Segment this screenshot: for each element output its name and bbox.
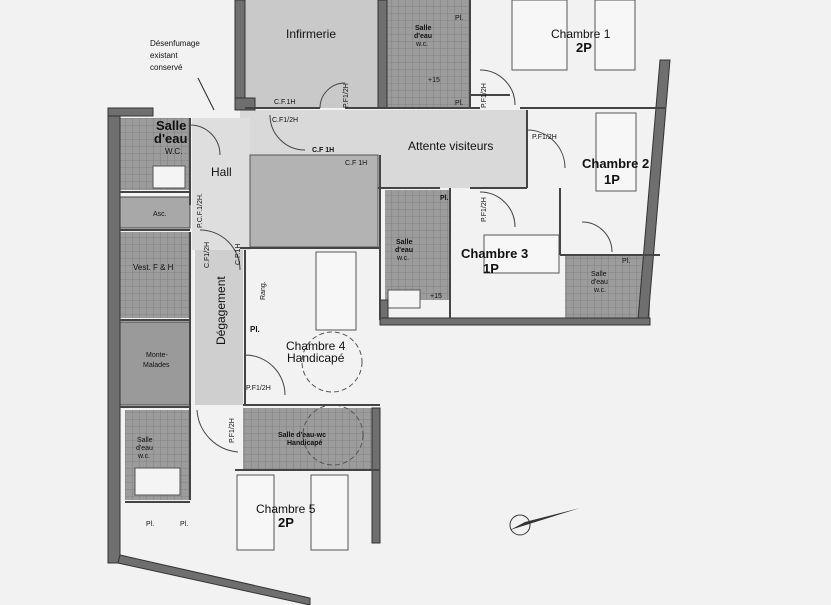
placard-right: Pl. [622,258,630,265]
note-line-3: conservé [150,63,183,72]
room-salle-eau-top-2: d'eau [414,33,432,40]
room-chambre-3: Chambre 3 [461,246,528,261]
note-line-2: existant [150,51,178,60]
stairs [249,154,379,248]
hall-floor [192,118,250,250]
room-salle-eau-left-2: d'eau [136,445,153,452]
room-chambre-3-type: 1P [483,261,499,276]
room-vestiaire: Vest. F & H [133,263,174,272]
furniture-beds [236,0,637,551]
room-chambre-5-type: 2P [278,515,294,530]
room-salle-eau-top: Salle [415,25,431,32]
smoke-vent-note: Désenfumage existant conservé [150,39,215,111]
placard-top-1: Pl. [455,15,463,22]
note-line-1: Désenfumage [150,39,200,48]
door-label-pf12h-ch3: P.F1/2H [481,197,488,222]
room-chambre-4: Chambre 4 [286,339,346,353]
room-monte-malades: Monte- [146,352,168,359]
room-salle-eau-right-2: d'eau [591,279,608,286]
room-salle-eau-hall: Salle [156,118,186,133]
room-salle-eau-hall-2: d'eau [154,131,187,146]
door-label-cf12h: C.F1/2H [272,117,298,124]
room-rangement: Rang. [260,281,267,300]
door-label-cf1h-stairs: C.F 1H [312,147,334,154]
room-chambre-1-type: 2P [576,40,592,55]
room-salle-eau-right: Salle [591,271,607,278]
room-salle-eau-hall-3: W.C. [165,147,182,156]
room-chambre-1: Chambre 1 [551,27,611,41]
door-label-pf12h-ch5: P.F1/2H [229,418,236,443]
door-label-pf12h-infirmerie: P.F1/2H [343,83,350,108]
degagement-floor [195,250,243,405]
room-chambre-2-type: 1P [604,172,620,187]
room-chambre-5: Chambre 5 [256,502,316,516]
level-plus15-mid: +15 [430,293,442,300]
room-salle-eau-top-3: w.c. [415,41,428,48]
room-salle-eau-right-3: w.c. [593,287,606,294]
door-label-pcf12h: P.C.F.1/2H. [197,193,204,228]
room-ascenseur: Asc. [153,211,167,218]
placard-bottom-1: Pl. [146,521,154,528]
room-salle-eau-mid-2: d'eau [395,247,413,254]
partitions [120,0,665,503]
infirmerie-floor [245,0,380,108]
door-label-cf1h-deg: C.F.1H [235,244,242,265]
room-attente-visiteurs: Attente visiteurs [408,139,493,153]
room-salle-eau-left: Salle [137,437,153,444]
north-arrow-icon [509,508,580,536]
door-label-pf12h-ch1: P.F1/2H [481,83,488,108]
room-salle-eau-left-3: w.c. [137,453,150,460]
door-label-cf1h: C.F.1H [274,99,295,106]
room-salle-eau-handicape: Salle d'eau-wc [278,432,326,439]
floor-fills [119,0,650,500]
placard-ch3: Pl. [440,195,449,202]
room-salle-eau-mid: Salle [396,239,412,246]
door-label-pf12h-ch2: P.F1/2H [532,134,557,141]
room-hall: Hall [211,165,232,179]
level-plus15-top: +15 [428,77,440,84]
room-infirmerie: Infirmerie [286,27,336,41]
exterior-walls [107,0,671,605]
placard-top-2: Pl. [455,100,463,107]
placard-bottom-2: Pl. [180,521,188,528]
door-swings [189,69,613,453]
door-label-cf1h-stairs-2: C.F 1H [345,160,367,167]
room-degagement: Dégagement [214,276,228,345]
room-chambre-4-type: Handicapé [287,351,345,365]
room-chambre-2: Chambre 2 [582,156,649,171]
door-label-cf12h-vest: C.F1/2H [204,242,211,268]
room-salle-eau-handicape-2: Handicapé [287,440,323,447]
door-label-pf12h-ch4: P.F1/2H [246,385,271,392]
room-salle-eau-mid-3: w.c. [396,255,409,262]
room-monte-malades-2: Malades [143,362,170,369]
placard-ch4: Pl. [250,325,260,334]
